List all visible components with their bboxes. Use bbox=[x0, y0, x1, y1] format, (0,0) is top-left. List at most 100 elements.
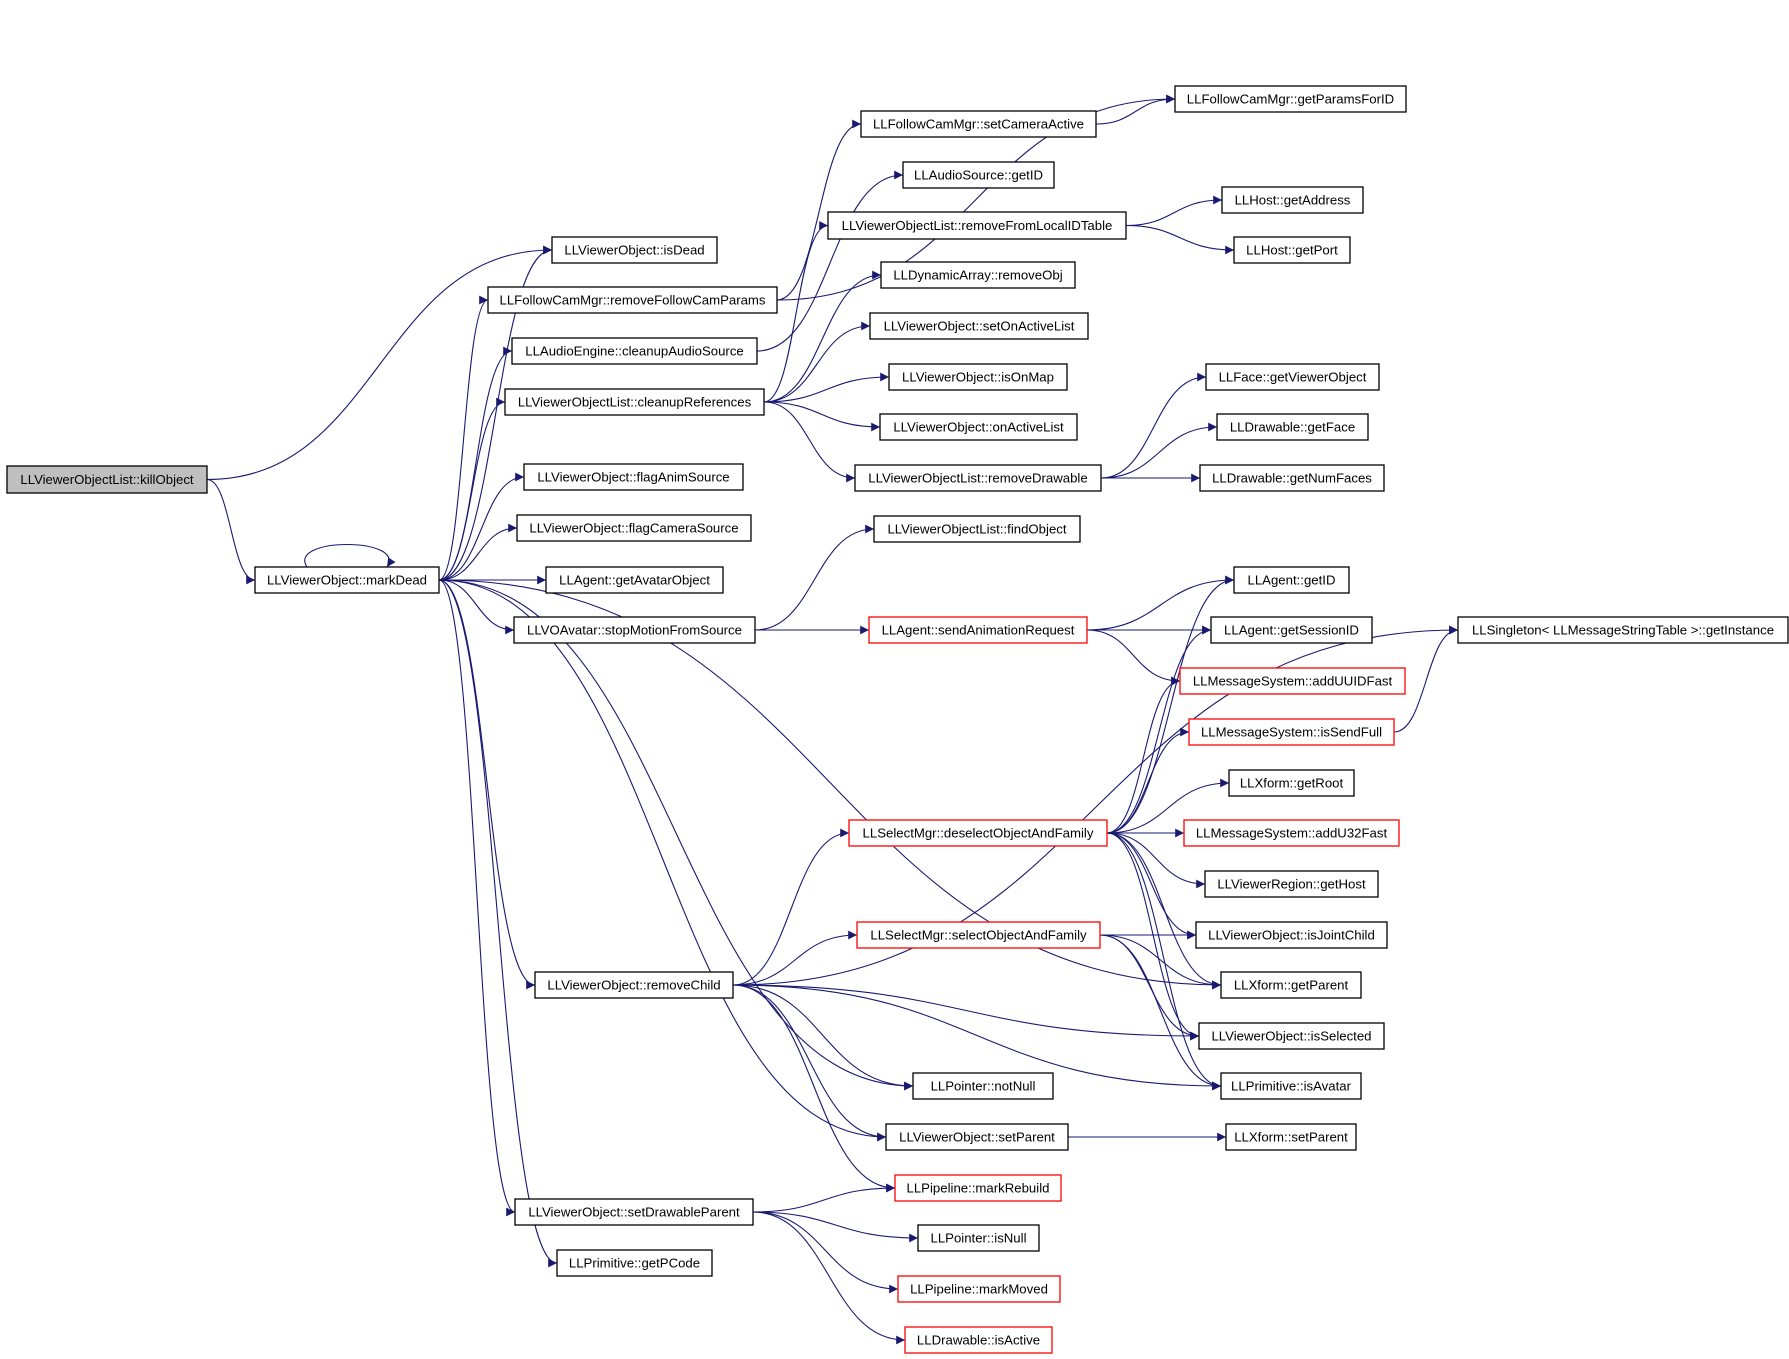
node-label: LLViewerObject::isSelected bbox=[1211, 1029, 1371, 1044]
node-is-send-full[interactable]: LLMessageSystem::isSendFull bbox=[1188, 718, 1395, 746]
edge-mark-dead-to-cleanup-references bbox=[438, 397, 506, 581]
call-edge bbox=[1086, 575, 1235, 631]
node-get-address[interactable]: LLHost::getAddress bbox=[1221, 186, 1364, 214]
node-box bbox=[827, 211, 1127, 240]
call-edge bbox=[763, 372, 890, 403]
call-edge bbox=[1106, 832, 1197, 940]
edge-remove-child-to-is-avatar bbox=[732, 984, 1222, 1091]
call-edge bbox=[438, 245, 553, 581]
node-stop-motion-from-source[interactable]: LLVOAvatar::stopMotionFromSource bbox=[513, 616, 756, 644]
node-label: LLDrawable::getNumFaces bbox=[1212, 471, 1372, 486]
node-flag-camera-source[interactable]: LLViewerObject::flagCameraSource bbox=[516, 514, 752, 542]
call-edge bbox=[763, 401, 856, 483]
node-box bbox=[1195, 921, 1388, 949]
node-remove-drawable[interactable]: LLViewerObjectList::removeDrawable bbox=[854, 464, 1102, 492]
node-get-viewer-object[interactable]: LLFace::getViewerObject bbox=[1205, 363, 1380, 391]
node-get-root[interactable]: LLXform::getRoot bbox=[1228, 769, 1355, 797]
node-label: LLMessageSystem::addUUIDFast bbox=[1193, 674, 1393, 689]
node-on-active-list[interactable]: LLViewerObject::onActiveList bbox=[879, 413, 1078, 441]
node-cleanup-audio-source[interactable]: LLAudioEngine::cleanupAudioSource bbox=[511, 337, 758, 365]
call-edge bbox=[763, 270, 882, 403]
call-edge bbox=[438, 472, 525, 581]
node-label: LLViewerObjectList::findObject bbox=[887, 522, 1066, 537]
node-is-joint-child[interactable]: LLViewerObject::isJointChild bbox=[1195, 921, 1388, 949]
call-edge bbox=[1106, 832, 1206, 889]
node-box bbox=[917, 1224, 1040, 1252]
node-set-drawable-parent[interactable]: LLViewerObject::setDrawableParent bbox=[514, 1198, 754, 1226]
node-label: LLSelectMgr::selectObjectAndFamily bbox=[870, 928, 1087, 943]
node-is-on-map[interactable]: LLViewerObject::isOnMap bbox=[888, 363, 1068, 391]
edge-is-send-full-to-get-instance bbox=[1393, 625, 1459, 733]
node-label: LLDrawable::isActive bbox=[917, 1333, 1040, 1348]
node-audio-get-id[interactable]: LLAudioSource::getID bbox=[902, 161, 1055, 189]
node-not-null[interactable]: LLPointer::notNull bbox=[912, 1072, 1054, 1100]
call-edge bbox=[206, 245, 553, 481]
node-box bbox=[854, 464, 1102, 492]
node-set-on-active-list[interactable]: LLViewerObject::setOnActiveList bbox=[869, 312, 1089, 340]
edge-cleanup-references-to-on-active-list bbox=[763, 401, 881, 432]
node-agent-get-id[interactable]: LLAgent::getID bbox=[1233, 566, 1350, 594]
node-cleanup-references[interactable]: LLViewerObjectList::cleanupReferences bbox=[504, 388, 765, 416]
node-label: LLViewerObjectList::removeDrawable bbox=[868, 471, 1087, 486]
node-get-pcode[interactable]: LLPrimitive::getPCode bbox=[556, 1249, 713, 1277]
node-get-host[interactable]: LLViewerRegion::getHost bbox=[1204, 870, 1379, 898]
node-get-parent[interactable]: LLXform::getParent bbox=[1220, 971, 1362, 999]
node-get-session-id[interactable]: LLAgent::getSessionID bbox=[1210, 616, 1373, 644]
node-label: LLMessageSystem::isSendFull bbox=[1201, 725, 1382, 740]
node-get-avatar-object[interactable]: LLAgent::getAvatarObject bbox=[545, 566, 724, 594]
node-remove-from-local-idtable[interactable]: LLViewerObjectList::removeFromLocalIDTab… bbox=[827, 211, 1127, 240]
node-box bbox=[868, 616, 1088, 644]
node-is-dead[interactable]: LLViewerObject::isDead bbox=[551, 236, 718, 264]
call-edge bbox=[438, 579, 536, 990]
edge-remove-child-to-is-selected bbox=[732, 984, 1200, 1041]
node-remove-obj[interactable]: LLDynamicArray::removeObj bbox=[880, 261, 1076, 289]
edge-remove-child-to-mark-rebuild bbox=[732, 984, 896, 1193]
node-is-active[interactable]: LLDrawable::isActive bbox=[904, 1326, 1053, 1354]
call-edge bbox=[776, 94, 1176, 301]
call-edge bbox=[438, 523, 518, 581]
node-mark-moved[interactable]: LLPipeline::markMoved bbox=[897, 1275, 1061, 1303]
node-kill-object[interactable]: LLViewerObjectList::killObject bbox=[6, 465, 208, 494]
node-mark-dead[interactable]: LLViewerObject::markDead bbox=[254, 566, 440, 594]
node-deselect-object-and-family[interactable]: LLSelectMgr::deselectObjectAndFamily bbox=[848, 819, 1108, 847]
node-is-selected[interactable]: LLViewerObject::isSelected bbox=[1198, 1022, 1385, 1050]
node-label: LLAgent::getID bbox=[1248, 573, 1336, 588]
node-set-camera-active[interactable]: LLFollowCamMgr::setCameraActive bbox=[860, 110, 1097, 138]
node-remove-follow-cam-params[interactable]: LLFollowCamMgr::removeFollowCamParams bbox=[487, 286, 778, 314]
node-label: LLPipeline::markMoved bbox=[910, 1282, 1048, 1297]
node-box bbox=[1183, 819, 1400, 847]
node-label: LLHost::getAddress bbox=[1235, 193, 1351, 208]
node-get-params-for-id[interactable]: LLFollowCamMgr::getParamsForID bbox=[1174, 85, 1407, 113]
node-mark-rebuild[interactable]: LLPipeline::markRebuild bbox=[894, 1174, 1062, 1202]
node-add-u32-fast[interactable]: LLMessageSystem::addU32Fast bbox=[1183, 819, 1400, 847]
node-send-animation-request[interactable]: LLAgent::sendAnimationRequest bbox=[868, 616, 1088, 644]
call-edge bbox=[732, 828, 850, 986]
node-get-num-faces[interactable]: LLDrawable::getNumFaces bbox=[1199, 464, 1385, 492]
node-add-uuidfast[interactable]: LLMessageSystem::addUUIDFast bbox=[1179, 667, 1406, 695]
node-get-instance[interactable]: LLSingleton< LLMessageStringTable >::get… bbox=[1457, 616, 1789, 644]
node-box bbox=[873, 515, 1081, 543]
node-box bbox=[1179, 667, 1406, 695]
node-label: LLXform::getParent bbox=[1234, 978, 1349, 993]
node-label: LLDrawable::getFace bbox=[1230, 420, 1355, 435]
node-label: LLHost::getPort bbox=[1246, 243, 1338, 258]
node-xf-set-parent[interactable]: LLXform::setParent bbox=[1225, 1123, 1357, 1151]
node-vo-set-parent[interactable]: LLViewerObject::setParent bbox=[885, 1123, 1069, 1151]
node-find-object[interactable]: LLViewerObjectList::findObject bbox=[873, 515, 1081, 543]
node-is-avatar[interactable]: LLPrimitive::isAvatar bbox=[1220, 1072, 1362, 1100]
node-get-port[interactable]: LLHost::getPort bbox=[1233, 236, 1351, 264]
node-get-face[interactable]: LLDrawable::getFace bbox=[1216, 413, 1369, 441]
call-edge bbox=[1099, 934, 1222, 1091]
node-label: LLViewerObject::isDead bbox=[564, 243, 704, 258]
node-is-null[interactable]: LLPointer::isNull bbox=[917, 1224, 1040, 1252]
node-select-object-and-family[interactable]: LLSelectMgr::selectObjectAndFamily bbox=[856, 921, 1101, 949]
node-flag-anim-source[interactable]: LLViewerObject::flagAnimSource bbox=[523, 463, 744, 491]
node-box bbox=[1199, 464, 1385, 492]
node-remove-child[interactable]: LLViewerObject::removeChild bbox=[534, 971, 734, 999]
node-label: LLViewerObject::removeChild bbox=[547, 978, 720, 993]
call-edge bbox=[1106, 676, 1181, 834]
node-label: LLViewerObject::isJointChild bbox=[1208, 928, 1375, 943]
call-edge bbox=[438, 295, 489, 581]
node-box bbox=[1221, 186, 1364, 214]
call-edge bbox=[752, 1211, 906, 1345]
